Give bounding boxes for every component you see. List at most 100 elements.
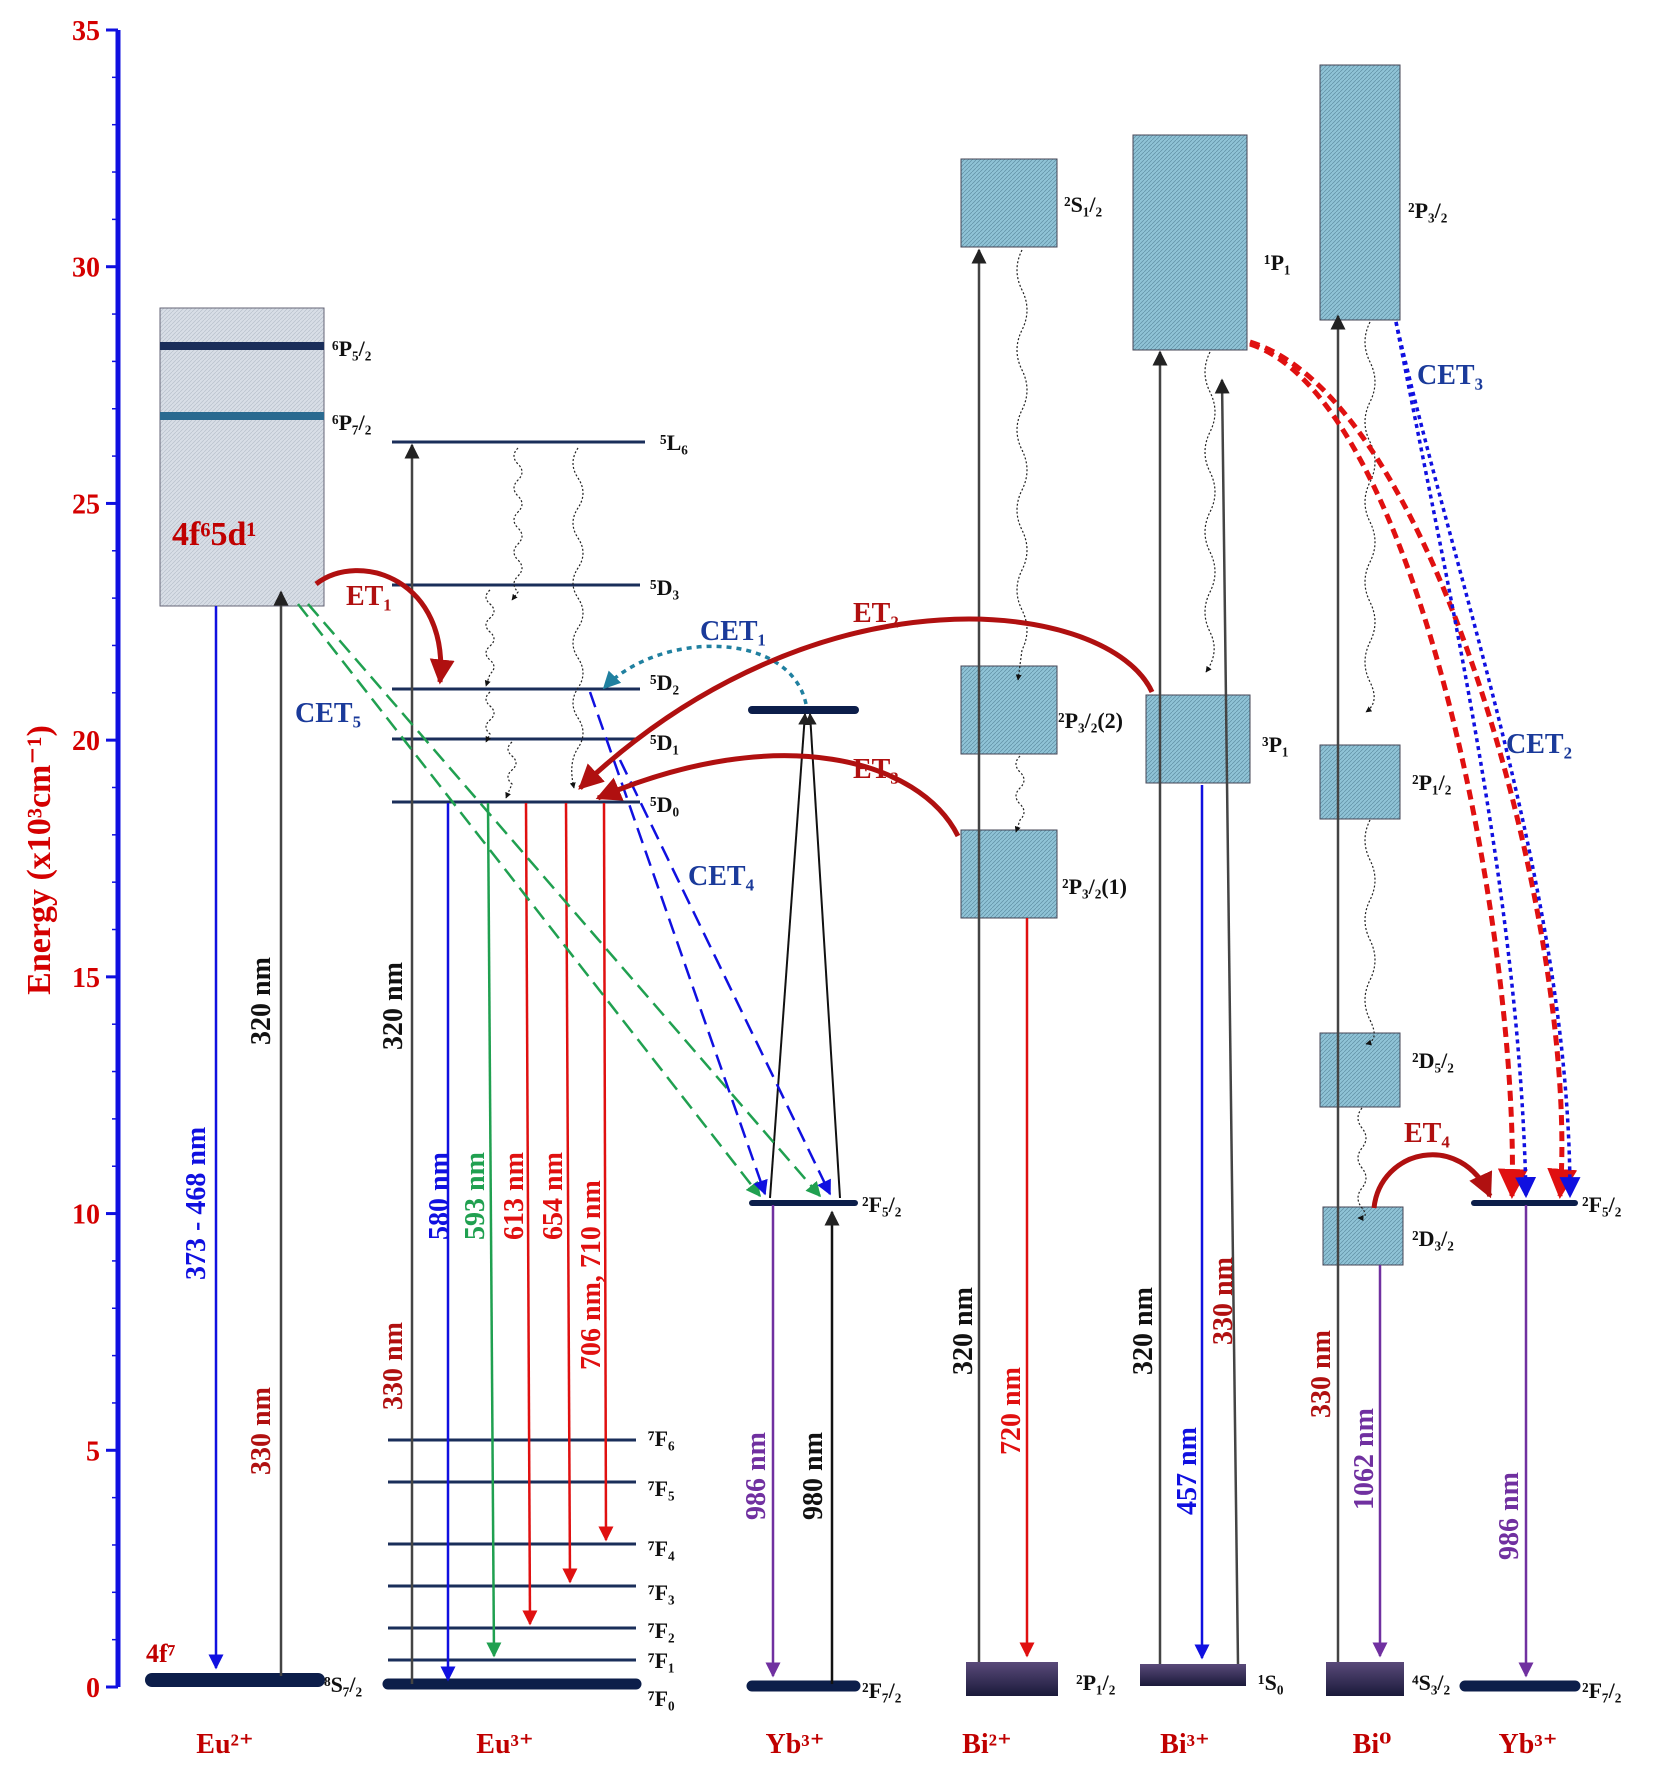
eu3-column: ⁵L₆ ⁵D₃ ⁵D₂ ⁵D₁ ⁵D₀ ⁷F₆ ⁷F₅ ⁷F₄ ⁷F₃ ⁷F₂ … xyxy=(378,430,688,1711)
bi3-P1-label: ³P₁ xyxy=(1262,732,1289,757)
bi3-320-wavelength: 320 nm xyxy=(1128,1287,1159,1375)
eu2-emission-wavelength: 373 - 468 nm xyxy=(181,1127,212,1280)
et3-label: ET₃ xyxy=(853,754,899,785)
eu3-706-arrow xyxy=(598,802,614,1542)
axis-ticks: 0 5 10 15 20 25 30 35 xyxy=(72,16,118,1704)
bi2-P32-2-label: ²P₃/₂(2) xyxy=(1058,708,1123,733)
species-labels: Eu²⁺ Eu³⁺ Yb³⁺ Bi²⁺ Bi³⁺ Bi⁰ Yb³⁺ xyxy=(196,1729,1557,1760)
axis-tick-label: 30 xyxy=(72,253,100,284)
yb3-right-column: ²F₅/₂ ²F₇/₂ 986 nm xyxy=(1459,1192,1622,1703)
eu3-L6-label: ⁵L₆ xyxy=(660,430,688,455)
et4-arrow xyxy=(1371,1152,1493,1209)
eu3-593-wavelength: 593 nm xyxy=(460,1152,491,1240)
eu3-F6-label: ⁷F₆ xyxy=(648,1426,675,1451)
eu2-4f7-label: 4f⁷ xyxy=(146,1639,176,1668)
cet5-label: CET₅ xyxy=(295,698,361,729)
cet3-label: CET₃ xyxy=(1417,360,1483,391)
axis-tick-label: 25 xyxy=(72,489,100,520)
eu3-D1-label: ⁵D₁ xyxy=(650,730,679,755)
eu2-5d-band xyxy=(159,307,325,607)
bi0-D52-label: ²D₅/₂ xyxy=(1412,1048,1454,1073)
axis-tick-label: 0 xyxy=(86,1673,100,1704)
eu3-D3-label: ⁵D₃ xyxy=(650,575,679,600)
yb2-F72-label: ²F₇/₂ xyxy=(1582,1678,1622,1703)
species-bi2: Bi²⁺ xyxy=(962,1729,1012,1760)
eu2-band-label: 4f⁶5d¹ xyxy=(172,516,257,553)
cet5-arrow-b xyxy=(307,603,821,1198)
bi2-720-wavelength: 720 nm xyxy=(996,1367,1027,1455)
yb3-left-column: ²F₅/₂ ²F₇/₂ 986 nm 980 nm xyxy=(741,706,902,1703)
transfer-labels: ET₁ ET₂ ET₃ ET₄ CET₁ CET₂ CET₃ CET₄ CET₅ xyxy=(295,360,1572,1149)
eu3-F5-label: ⁷F₅ xyxy=(648,1476,675,1501)
species-yb3-right: Yb³⁺ xyxy=(1499,1729,1558,1760)
eu3-ex320-wavelength: 320 nm xyxy=(378,962,409,1050)
eu3-F2-label: ⁷F₂ xyxy=(648,1618,675,1643)
axis-tick-label: 10 xyxy=(72,1200,100,1231)
species-bi3: Bi³⁺ xyxy=(1160,1729,1210,1760)
transfer-arrows xyxy=(297,321,1581,1209)
eu3-F4-label: ⁷F₄ xyxy=(648,1536,675,1561)
eu2-column: 4f⁶5d¹ 4f⁷ ⁶P₅/₂ ⁶P₇/₂ ⁸S₇/₂ 373 - 468 n… xyxy=(145,307,372,1697)
eu3-654-arrow xyxy=(562,802,578,1584)
bi3-P1u-label: ¹P₁ xyxy=(1264,250,1291,275)
species-yb3-left: Yb³⁺ xyxy=(766,1729,825,1760)
bi3-457-wavelength: 457 nm xyxy=(1172,1427,1203,1515)
cet2-label: CET₂ xyxy=(1506,729,1572,760)
et2-label: ET₂ xyxy=(853,598,899,629)
yb-up-right xyxy=(804,712,841,1199)
bi0-D32-label: ²D₃/₂ xyxy=(1412,1226,1454,1251)
species-eu2: Eu²⁺ xyxy=(196,1729,253,1760)
axis-tick-label: 15 xyxy=(72,963,100,994)
cet4-arrow-b xyxy=(618,759,832,1196)
bi2-S12-label: ²S₁/₂ xyxy=(1064,192,1103,217)
eu3-580-wavelength: 580 nm xyxy=(424,1152,455,1240)
yb-up-left xyxy=(769,712,811,1199)
bi3-S0-label: ¹S₀ xyxy=(1258,1670,1284,1695)
et4-label: ET₄ xyxy=(1404,1118,1450,1149)
bi3-330-arrow xyxy=(1214,378,1240,1665)
bi2-P32-1-label: ²P₃/₂(1) xyxy=(1062,874,1127,899)
bi2-column: ²S₁/₂ ²P₃/₂(2) ²P₃/₂(1) ²P₁/₂ 320 nm 720… xyxy=(948,158,1127,1696)
yb-F72-label: ²F₇/₂ xyxy=(862,1678,902,1703)
bi0-330-wavelength: 330 nm xyxy=(1306,1330,1337,1418)
yb2-F52-label: ²F₅/₂ xyxy=(1582,1192,1622,1217)
cet1-arrow xyxy=(602,644,808,705)
eu3-593-arrow xyxy=(486,802,502,1658)
bi3-330-wavelength: 330 nm xyxy=(1208,1257,1239,1345)
yb-980-wavelength: 980 nm xyxy=(798,1432,829,1520)
cet2-arrow-b xyxy=(1249,339,1578,1199)
eu3-654-wavelength: 654 nm xyxy=(538,1152,569,1240)
axis-label: Energy (x10³cm⁻¹) xyxy=(21,725,58,995)
cet5-arrow-a xyxy=(297,603,761,1198)
axis-tick-label: 35 xyxy=(72,16,100,47)
cet4-label: CET₄ xyxy=(688,861,755,892)
et3-arrow xyxy=(595,753,961,838)
yb2-986-wavelength: 986 nm xyxy=(1494,1472,1525,1560)
eu3-F1-label: ⁷F₁ xyxy=(648,1648,675,1673)
eu2-ground-label: ⁸S₇/₂ xyxy=(324,1672,363,1697)
eu2-p52-label: ⁶P₅/₂ xyxy=(332,336,372,361)
eu3-D2-label: ⁵D₂ xyxy=(650,670,679,695)
eu3-D0-label: ⁵D₀ xyxy=(650,792,679,817)
cet1-label: CET₁ xyxy=(700,616,766,647)
cet4-arrow-a xyxy=(588,691,768,1196)
bi3-column: ¹P₁ ³P₁ ¹S₀ 320 nm 457 nm 330 nm xyxy=(1128,134,1291,1695)
eu2-ex320-wavelength: 320 nm xyxy=(246,957,277,1045)
et1-arrow xyxy=(314,568,455,685)
eu3-F3-label: ⁷F₃ xyxy=(648,1580,675,1605)
eu2-p72-label: ⁶P₇/₂ xyxy=(332,410,372,435)
eu3-F0-label: ⁷F₀ xyxy=(648,1686,675,1711)
eu2-ex330-wavelength: 330 nm xyxy=(246,1387,277,1475)
yb-F52-label: ²F₅/₂ xyxy=(862,1192,902,1217)
yb-986-wavelength: 986 nm xyxy=(741,1432,772,1520)
et1-label: ET₁ xyxy=(346,581,392,612)
et2-arrow xyxy=(578,616,1155,790)
eu3-613-wavelength: 613 nm xyxy=(499,1152,530,1240)
species-bi0: Bi⁰ xyxy=(1353,1729,1392,1760)
bi0-P12-label: ²P₁/₂ xyxy=(1412,770,1452,795)
bi0-P32-label: ²P₃/₂ xyxy=(1408,198,1448,223)
axis-tick-label: 5 xyxy=(86,1436,100,1467)
axis-tick-label: 20 xyxy=(72,726,100,757)
bi0-column: ²P₃/₂ ²P₁/₂ ²D₅/₂ ²D₃/₂ ⁴S₃/₂ 330 nm 106… xyxy=(1306,64,1454,1696)
